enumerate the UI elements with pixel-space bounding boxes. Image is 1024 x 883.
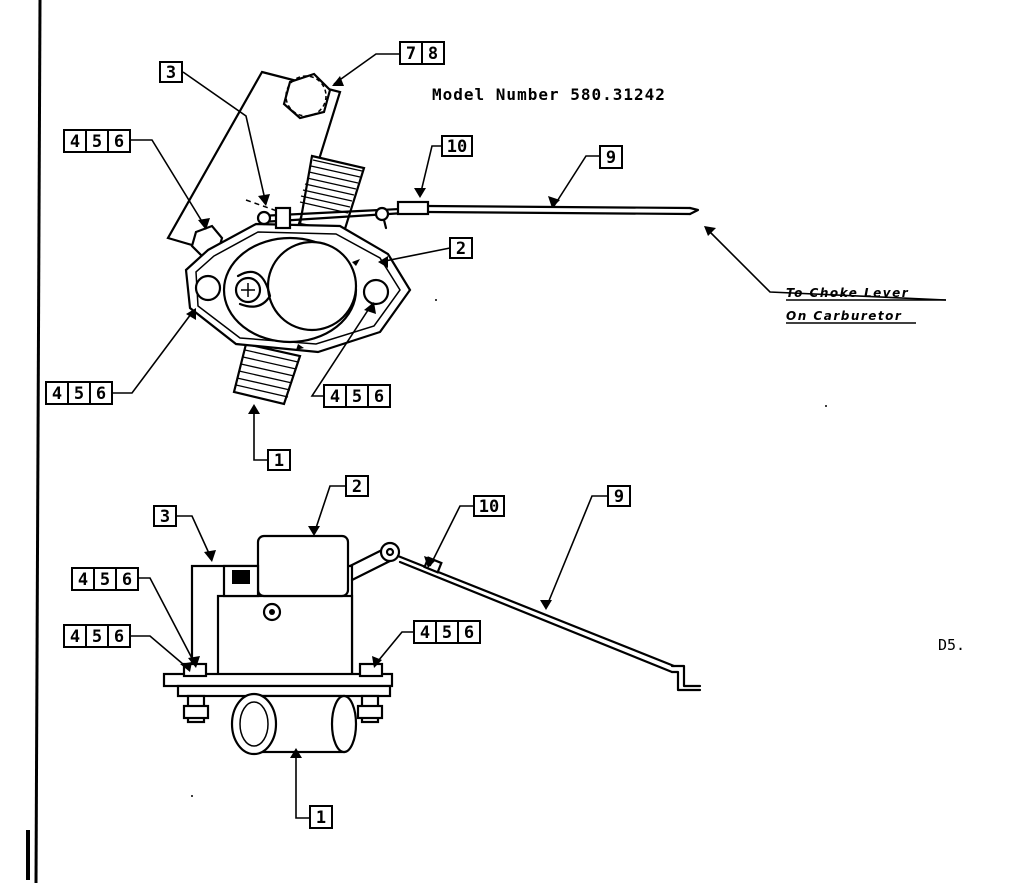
speck: [191, 795, 193, 797]
svg-text:2: 2: [456, 239, 466, 259]
callout-part-1-top: 1: [267, 449, 291, 471]
cylinder-part-1: [230, 692, 358, 756]
callout-part-10-bottom: 10: [473, 495, 505, 517]
callout-part-3-bottom: 3: [153, 505, 177, 527]
svg-text:To Choke Lever: To Choke Lever: [786, 286, 909, 300]
callout-part-2-top: 2: [449, 237, 473, 259]
speck: [825, 405, 827, 407]
svg-text:9: 9: [606, 148, 616, 168]
leader-lines: [110, 53, 947, 819]
svg-text:1: 1: [316, 808, 326, 828]
callout-part-9-top: 9: [599, 145, 623, 169]
svg-text:4: 4: [78, 570, 88, 590]
callout-part-7-8-top: 7 8: [399, 41, 445, 65]
svg-text:6: 6: [374, 387, 384, 407]
callout-part-10-top: 10: [441, 135, 473, 157]
callout-part-3-top: 3: [159, 61, 183, 83]
svg-text:1: 1: [274, 451, 284, 471]
model-number-title: Model Number 580.31242: [432, 85, 666, 104]
bracket-part-3: [166, 70, 342, 274]
svg-text:5: 5: [92, 132, 102, 152]
svg-text:4: 4: [330, 387, 340, 407]
threaded-cylinder-bottom: [232, 342, 302, 406]
svg-text:6: 6: [114, 132, 124, 152]
choke-lever-note: To Choke Lever On Carburetor: [786, 286, 946, 324]
port-circle: [266, 240, 358, 332]
svg-text:4: 4: [70, 132, 80, 152]
callout-part-4-5-6-right-bottom: 4 5 6: [413, 620, 481, 644]
svg-text:5: 5: [92, 627, 102, 647]
svg-text:6: 6: [114, 627, 124, 647]
svg-text:6: 6: [464, 623, 474, 643]
binding-margin-bar: [26, 830, 30, 880]
callout-part-1-bottom: 1: [309, 805, 333, 829]
svg-text:10: 10: [479, 497, 499, 517]
binding-margin-line: [34, 0, 42, 883]
svg-text:5: 5: [352, 387, 362, 407]
svg-text:3: 3: [160, 507, 170, 527]
page-identifier: D5.: [938, 636, 965, 654]
bottom-view-assembly: [162, 534, 702, 756]
svg-text:3: 3: [166, 63, 176, 83]
svg-text:4: 4: [52, 384, 62, 404]
hex-nut-upper: [282, 72, 332, 120]
leader-arrowheads: [180, 76, 716, 758]
choke-rod-top: [256, 200, 700, 230]
threaded-cylinder-top: [298, 154, 366, 234]
svg-text:7: 7: [406, 44, 416, 64]
choke-lever-bottom: [348, 541, 702, 692]
svg-text:9: 9: [614, 487, 624, 507]
callout-part-4-5-6-upper-left-bottom: 4 5 6: [71, 567, 139, 591]
svg-text:8: 8: [428, 44, 438, 64]
callout-part-4-5-6-upper-left-top: 4 5 6: [63, 129, 131, 153]
svg-text:6: 6: [122, 570, 132, 590]
callout-part-9-bottom: 9: [607, 485, 631, 507]
svg-text:4: 4: [420, 623, 430, 643]
svg-text:6: 6: [96, 384, 106, 404]
callout-part-4-5-6-lower-right-top: 4 5 6: [323, 384, 391, 408]
diaphragm-cover-part-2: [256, 534, 350, 598]
svg-text:5: 5: [442, 623, 452, 643]
callout-part-2-bottom: 2: [345, 475, 369, 497]
svg-text:On Carburetor: On Carburetor: [786, 309, 902, 323]
svg-text:5: 5: [100, 570, 110, 590]
callout-part-4-5-6-lower-left-top: 4 5 6: [45, 381, 113, 405]
svg-text:2: 2: [352, 477, 362, 497]
svg-text:4: 4: [70, 627, 80, 647]
base-plate-top: [184, 222, 412, 354]
svg-text:5: 5: [74, 384, 84, 404]
top-view-assembly: [166, 70, 700, 406]
svg-text:10: 10: [447, 137, 467, 157]
speck: [435, 299, 437, 301]
callout-part-4-5-6-lower-left-bottom: 4 5 6: [63, 624, 131, 648]
